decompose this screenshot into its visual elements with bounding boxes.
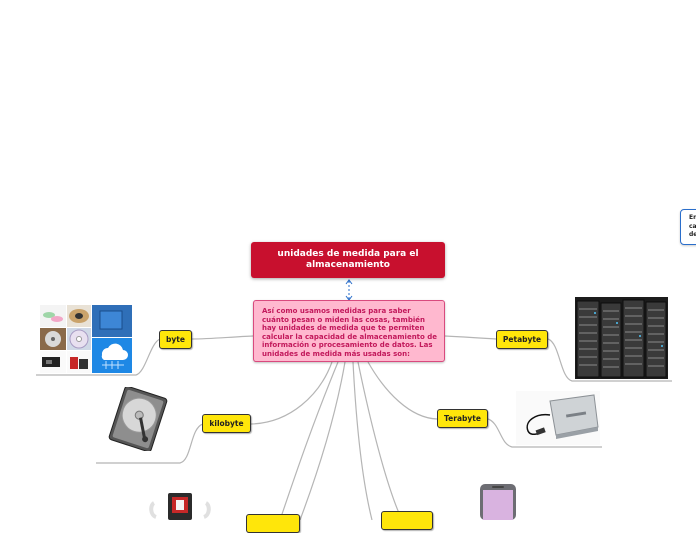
node-byte[interactable]: byte (159, 330, 192, 349)
node-bottom-right[interactable] (381, 511, 433, 530)
link-petabyte (444, 335, 497, 340)
dashed-arrow-up (345, 279, 353, 285)
side-card[interactable]: En ca de (680, 209, 696, 245)
branch-byte-image (36, 338, 161, 376)
server-racks-icon (575, 297, 668, 379)
link-bottom-3 (279, 361, 339, 520)
link-bottom-4 (357, 361, 403, 520)
storage-media-collage-icon (40, 305, 132, 373)
link-byte (191, 335, 254, 340)
hard-drive-icon (108, 387, 168, 451)
node-kilobyte[interactable]: kilobyte (202, 414, 251, 433)
smartphone-icon (480, 484, 516, 520)
central-topic[interactable]: unidades de medida para el almacenamient… (251, 242, 445, 278)
branch-petabyte-image (547, 338, 672, 382)
link-bottom-1 (299, 361, 346, 520)
connector-lines (36, 279, 672, 520)
node-petabyte[interactable]: Petabyte (496, 330, 548, 349)
mp3-player-icon (149, 493, 211, 520)
link-terabyte (367, 361, 438, 420)
branch-terabyte-image (487, 418, 602, 448)
link-bottom-2 (352, 361, 373, 520)
description-node[interactable]: Así como usamos medidas para saber cuánt… (253, 300, 445, 362)
branch-kilobyte-image (96, 423, 204, 464)
link-kilobyte (250, 361, 333, 425)
node-bottom-left[interactable] (246, 514, 300, 533)
external-drive-icon (516, 391, 600, 445)
node-terabyte[interactable]: Terabyte (437, 409, 488, 428)
